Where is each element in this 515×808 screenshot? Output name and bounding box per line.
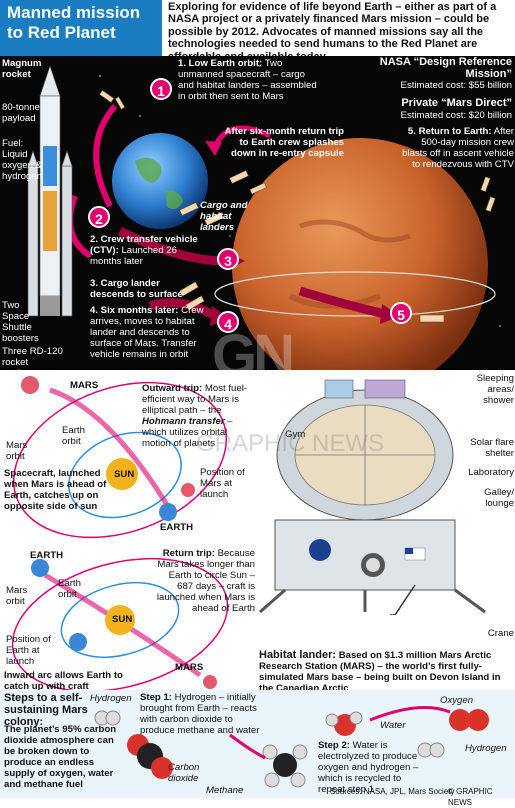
label-galley: Galley/ lounge — [484, 487, 514, 509]
oxygen-molecule — [449, 709, 489, 731]
title-line-1: Manned mission — [7, 3, 141, 22]
nasa-title: NASA “Design Reference Mission” — [379, 56, 512, 80]
habitat-description: Habitat lander: Based on $1.3 million Ma… — [259, 649, 501, 695]
mol-water: Water — [380, 720, 406, 731]
step-4-label: 4. Six months later: Crew arrives, moves… — [90, 305, 204, 360]
label-solar-flare: Solar flare shelter — [470, 437, 514, 459]
label-earth-2: EARTH — [30, 550, 64, 561]
label-inward-arc: Inward arc allows Earth to catch up with… — [4, 670, 123, 692]
mol-co2: Carbon dioxide — [168, 762, 200, 784]
label-mars-1: MARS — [70, 380, 99, 391]
step-5-label: 5. Return to Earth: After 500-day missio… — [402, 126, 514, 170]
label-mars-orbit-1: Mars orbit — [6, 440, 28, 462]
colony-text: The planet’s 95% carbon dioxide atmosphe… — [4, 724, 117, 790]
label-spacecraft: Spacecraft, launched when Mars is ahead … — [4, 468, 107, 512]
methane-molecule — [262, 744, 308, 788]
title-line-2: to Red Planet — [7, 23, 116, 42]
mol-hydrogen-2: Hydrogen — [465, 743, 507, 754]
water-molecule — [325, 711, 363, 736]
label-position-earth: Position of Earth at launch — [6, 634, 51, 667]
return-trip-text: Return trip: Because Mars takes longer t… — [156, 548, 255, 614]
space-panel: Magnum rocket 80-tonne payload Fuel: Liq… — [0, 56, 515, 370]
trajectory-arrow-2 — [67, 194, 92, 259]
label-gym: Gym — [285, 429, 306, 440]
step-4-marker: 4 — [217, 311, 239, 333]
brand: © GRAPHIC NEWS — [448, 787, 493, 807]
trajectory-arrow-1 — [93, 104, 118, 208]
step-3-marker: 3 — [217, 248, 239, 270]
habitat-lander — [259, 379, 486, 615]
colony-title: Steps to a self-sustaining Mars colony: — [4, 692, 88, 728]
habitat-illustration — [259, 379, 486, 615]
magnum-rocket — [27, 65, 73, 317]
credits: Sources: NASA, JPL, Mars Society — [330, 787, 455, 796]
colony-panel: Steps to a self-sustaining Mars colony: … — [0, 690, 515, 807]
rocket-payload: 80-tonne payload — [2, 102, 40, 124]
return-launch-arrow — [298, 286, 387, 319]
return-trip-arrow — [212, 125, 272, 148]
mol-oxygen: Oxygen — [440, 695, 474, 706]
label-crane: Crane — [487, 628, 514, 639]
rocket-fuel: Fuel: Liquid oxygen & hydrogen — [2, 138, 43, 182]
watermark-logo: GN — [212, 323, 295, 388]
mol-hydrogen-1: Hydrogen — [90, 693, 132, 704]
rocket-name: Magnum rocket — [2, 58, 42, 80]
rocket-engines: Three RD-120 rocket engines — [2, 346, 63, 370]
mol-methane: Methane — [206, 785, 244, 796]
outward-orbit-diagram — [12, 376, 228, 539]
step-2-label: 2. Crew transfer vehicle (CTV): Launched… — [90, 234, 198, 267]
watermark-text: GRAPHIC NEWS — [196, 430, 385, 457]
intro-text: Exploring for evidence of life beyond Ea… — [168, 1, 497, 63]
return-trip-label: After six-month return trip to Earth cre… — [224, 126, 344, 159]
hydrogen-molecule-2 — [417, 742, 445, 758]
label-sun-1: SUN — [114, 469, 135, 480]
landers-label: Cargo and habitat landers — [200, 200, 248, 233]
outward-trip-text: Outward trip: Most fuel-efficient way to… — [142, 383, 248, 449]
step-1-label: 1. Low Earth orbit: Two unmanned spacecr… — [178, 58, 317, 102]
habitat-panel: Sleeping areas/ shower Gym Solar flare s… — [255, 370, 515, 700]
label-mars-2: MARS — [175, 662, 204, 673]
step-1-text: Step 1: Hydrogen – initially brought fro… — [140, 692, 260, 736]
spacecraft-parts — [99, 89, 496, 323]
label-earth-orbit-1: Earth orbit — [62, 425, 85, 447]
private-title: Private “Mars Direct” — [401, 97, 512, 109]
hydrogen-molecule-1 — [94, 710, 121, 726]
co2-molecule — [127, 734, 173, 779]
return-orbit-diagram — [11, 557, 229, 690]
label-sleeping: Sleeping areas/ shower — [476, 373, 514, 406]
step-5-marker: 5 — [390, 302, 412, 324]
label-earth-orbit-2: Earth orbit — [58, 578, 81, 600]
earth-planet — [112, 133, 208, 229]
step-1-marker: 1 — [150, 78, 172, 100]
space-illustration — [27, 65, 501, 370]
label-sun-2: SUN — [112, 614, 133, 625]
transfer-arrow — [117, 226, 226, 266]
step-2-marker: 2 — [88, 206, 110, 228]
label-laboratory: Laboratory — [468, 467, 514, 478]
step-3-label: 3. Cargo lander descends to surface — [90, 278, 183, 300]
label-position-mars: Position of Mars at launch — [200, 467, 245, 500]
mars-planet — [232, 138, 488, 370]
private-cost: Estimated cost: $20 billion — [400, 110, 512, 121]
mars-orbit-ring — [214, 271, 496, 317]
crew-arrow — [148, 298, 218, 320]
rocket-boosters: Two Space Shuttle boosters — [2, 300, 39, 344]
molecule-illustration — [94, 706, 489, 788]
orbit-illustration — [11, 376, 229, 690]
label-earth-1: EARTH — [160, 522, 194, 533]
nasa-cost: Estimated cost: $55 billion — [400, 80, 512, 91]
label-mars-orbit-2: Mars orbit — [6, 585, 28, 607]
step-2-text: Step 2: Water is electrolyzed to produce… — [318, 740, 419, 795]
orbit-diagrams: MARS Mars orbit Earth orbit SUN Position… — [0, 370, 255, 770]
title-box: Manned mission to Red Planet — [0, 0, 162, 56]
